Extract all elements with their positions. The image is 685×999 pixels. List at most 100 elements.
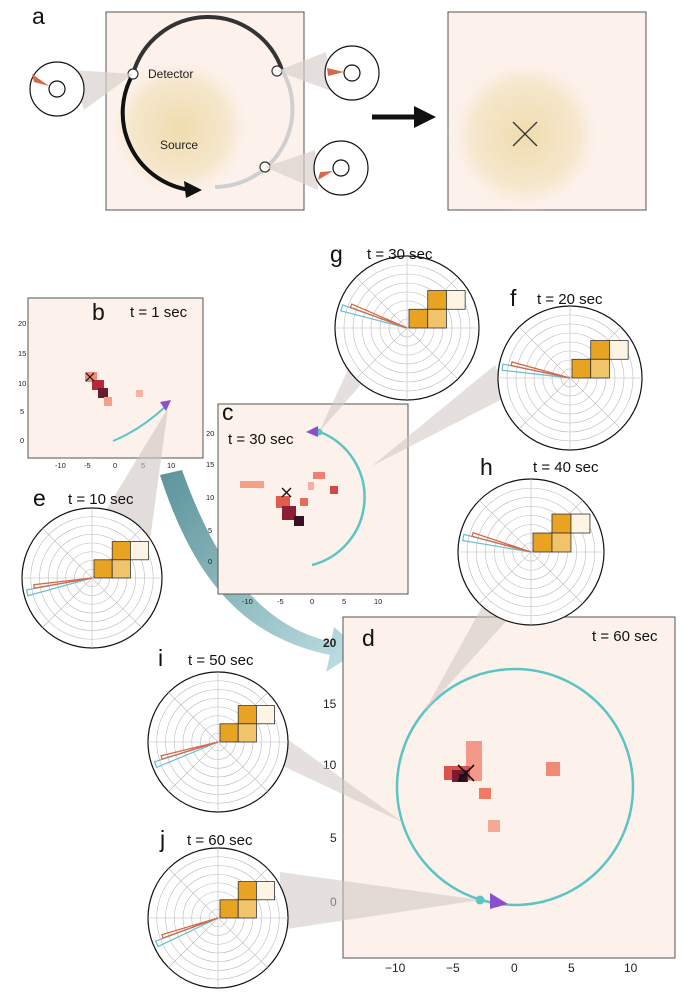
polar-plot-e: [21, 507, 163, 649]
detector-orbit-path: [120, 73, 191, 192]
panel-b-time: t = 1 sec: [130, 304, 188, 321]
response-cell: [219, 723, 239, 743]
panel-b: b t = 1 sec 20 15 10 5 0 -10 -5 0 5 10: [18, 297, 204, 470]
response-cell: [408, 308, 429, 329]
polar-plot-j: [147, 847, 289, 989]
panel-d-y-ticks: 20 15 10 5 0: [323, 636, 337, 909]
heat-cell: [282, 506, 296, 520]
panel-a-letter: a: [32, 3, 45, 29]
panel-a: a Detector Source: [29, 3, 647, 213]
response-cell: [532, 532, 553, 553]
polar-plot-i: [147, 671, 289, 813]
orbit-circle: [395, 667, 635, 907]
panel-d-x-ticks: −10 −5 0 5 10: [385, 961, 638, 975]
panel-b-y-ticks: 20 15 10 5 0: [18, 319, 26, 445]
panel-i-letter: i: [158, 645, 163, 671]
callout-cone: [72, 70, 133, 110]
x-tick: 10: [624, 961, 638, 975]
estimated-source-glow: [447, 57, 603, 213]
response-cell: [129, 541, 149, 561]
heat-cell: [92, 380, 104, 390]
heat-cell: [300, 498, 308, 506]
heat-cell: [459, 774, 467, 782]
panel-e-time: t = 10 sec: [68, 491, 134, 508]
transition-arrowhead: [414, 106, 436, 128]
response-cell: [427, 290, 447, 310]
response-cell: [551, 513, 572, 534]
response-cell: [237, 899, 257, 919]
callout-cone: [277, 52, 334, 92]
panel-b-heatmap: [27, 297, 204, 459]
response-cell: [237, 723, 257, 743]
panel-g-time: t = 30 sec: [367, 246, 433, 263]
response-cell: [237, 881, 257, 901]
response-cell: [255, 705, 275, 725]
heat-cell: [294, 516, 304, 526]
y-tick: 5: [208, 526, 212, 535]
detector-wedge-red: [510, 361, 571, 379]
response-cell: [255, 881, 275, 901]
heat-cell: [276, 496, 290, 508]
response-cell: [571, 358, 592, 379]
y-tick: 5: [330, 831, 337, 845]
panel-f-time: t = 20 sec: [537, 291, 603, 308]
detector-orbit-fade: [214, 69, 295, 189]
y-tick: 15: [18, 349, 26, 358]
panel-c-x-ticks: -10 -5 0 5 10: [242, 597, 382, 606]
orbit-arrowhead: [184, 181, 202, 198]
source-cross: [85, 372, 95, 382]
callout-cone: [280, 872, 480, 930]
x-tick: -5: [277, 597, 284, 606]
y-tick: 5: [20, 407, 24, 416]
x-tick: -10: [242, 597, 253, 606]
panel-e-letter: e: [33, 485, 46, 511]
y-tick: 10: [18, 379, 26, 388]
callout-cone: [372, 365, 510, 466]
y-tick: 20: [323, 636, 337, 650]
detector-wedge-red: [161, 917, 219, 939]
x-tick: 0: [511, 961, 518, 975]
y-tick: 20: [18, 319, 26, 328]
response-cell: [237, 705, 257, 725]
panel-i-time: t = 50 sec: [188, 652, 254, 669]
panel-c-letter: c: [222, 399, 234, 425]
heat-cell: [85, 372, 97, 382]
orbit-path: [112, 406, 166, 442]
y-tick: 15: [206, 460, 214, 469]
detector-wedge-red: [471, 531, 532, 553]
callout-cone: [100, 408, 168, 540]
panel-b-letter: b: [92, 299, 105, 325]
detector-disk-right-bottom: [313, 140, 369, 196]
x-tick: 5: [342, 597, 346, 606]
panel-c-heatmap: [217, 403, 409, 595]
response-cell: [570, 513, 591, 534]
x-tick: 0: [310, 597, 314, 606]
x-tick: −5: [446, 961, 460, 975]
response-cell: [609, 340, 629, 360]
heat-cell: [479, 788, 491, 799]
x-tick: 0: [113, 461, 117, 470]
x-tick: −10: [385, 961, 406, 975]
detector-wedge-red: [349, 303, 408, 329]
source-label: Source: [160, 138, 198, 152]
orbit-arrowhead: [160, 400, 171, 411]
response-cell: [590, 358, 610, 379]
source-estimate-cross: [512, 121, 538, 147]
y-tick: 0: [20, 436, 24, 445]
y-tick: 0: [208, 557, 212, 566]
detector-orbit-top: [131, 15, 284, 75]
callout-cone: [424, 596, 520, 712]
panel-c-time: t = 30 sec: [228, 431, 294, 448]
y-tick: 20: [206, 429, 214, 438]
heat-cell: [313, 472, 325, 479]
x-tick: -5: [84, 461, 91, 470]
heat-cell: [98, 388, 108, 398]
x-tick: 5: [568, 961, 575, 975]
detector-wedge: [32, 74, 49, 86]
source-cross: [457, 764, 475, 782]
x-tick: 10: [167, 461, 175, 470]
heat-cell: [330, 486, 338, 494]
response-cell: [111, 541, 131, 561]
detector-wedge-red: [33, 577, 93, 589]
